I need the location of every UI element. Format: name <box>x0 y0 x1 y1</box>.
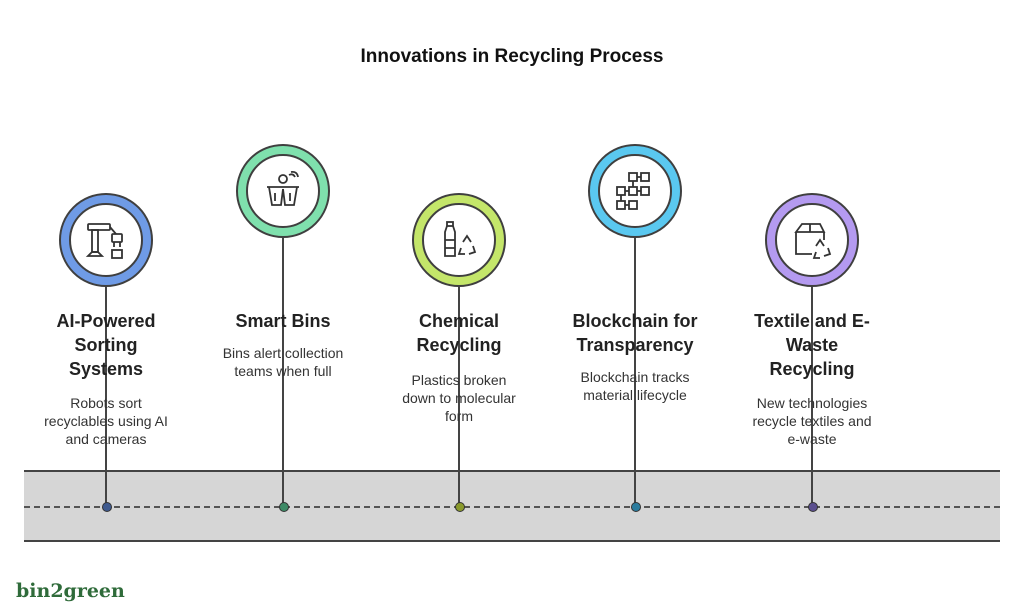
icon-ring <box>765 193 859 287</box>
milestone-dot <box>808 502 818 512</box>
milestone-desc-line: e-waste <box>787 431 837 447</box>
box-recycle-icon <box>794 223 832 259</box>
milestone-title-line: Smart Bins <box>235 311 331 331</box>
milestone-desc-line: teams when full <box>234 363 332 379</box>
robot-arm-icon <box>85 223 123 259</box>
blockchain-icon <box>616 172 650 210</box>
diagram-title: Innovations in Recycling Process <box>360 46 664 67</box>
milestone-title-line: Textile and E- <box>754 311 870 331</box>
milestone-desc-line: material lifecycle <box>583 387 687 403</box>
milestone-stem <box>282 238 284 506</box>
milestone-title-line: Sorting <box>74 335 138 355</box>
milestone-desc-line: New technologies <box>756 395 868 411</box>
icon-ring <box>59 193 153 287</box>
milestone-title-line: Waste <box>785 335 839 355</box>
icon-ring <box>236 144 330 238</box>
milestone-desc-line: Plastics broken <box>411 372 507 388</box>
milestone-smart-bins: Smart Bins Bins alert collection teams w… <box>188 0 378 616</box>
milestone-title-line: Recycling <box>416 335 502 355</box>
milestone-title-line: Transparency <box>576 335 694 355</box>
milestone-title-line: AI-Powered <box>56 311 156 331</box>
milestone-blockchain: Blockchain for Transparency Blockchain t… <box>540 0 730 616</box>
milestone-desc-line: recycle textiles and <box>752 413 872 429</box>
milestone-desc-line: Blockchain tracks <box>580 369 690 385</box>
road-center-line <box>24 506 1000 508</box>
milestone-title-line: Recycling <box>769 359 855 379</box>
smart-bin-icon <box>267 170 299 206</box>
milestone-dot <box>631 502 641 512</box>
milestone-desc-line: recyclables using AI <box>44 413 168 429</box>
milestone-desc-line: and cameras <box>65 431 147 447</box>
milestone-stem <box>811 286 813 506</box>
milestone-textile-ewaste: Textile and E- Waste Recycling New techn… <box>717 0 907 616</box>
brand-logo: bin2green <box>16 580 125 602</box>
milestone-stem <box>634 238 636 506</box>
milestone-title-line: Chemical <box>418 311 500 331</box>
milestone-title-line: Blockchain for <box>572 311 698 331</box>
milestone-desc-line: down to molecular <box>402 390 516 406</box>
milestone-desc-line: Robots sort <box>70 395 142 411</box>
milestone-dot <box>455 502 465 512</box>
milestone-chemical-recycling: Chemical Recycling Plastics broken down … <box>364 0 554 616</box>
milestone-dot <box>279 502 289 512</box>
milestone-stem <box>458 286 460 506</box>
milestone-stem <box>105 286 107 506</box>
icon-ring <box>588 144 682 238</box>
milestone-dot <box>102 502 112 512</box>
icon-ring <box>412 193 506 287</box>
bottle-recycle-icon <box>444 221 477 257</box>
milestone-desc-line: form <box>445 408 473 424</box>
milestone-desc-line: Bins alert collection <box>222 345 344 361</box>
milestone-title-line: Systems <box>68 359 144 379</box>
milestone-ai-sorting: AI-Powered Sorting Systems Robots sort r… <box>11 0 201 616</box>
